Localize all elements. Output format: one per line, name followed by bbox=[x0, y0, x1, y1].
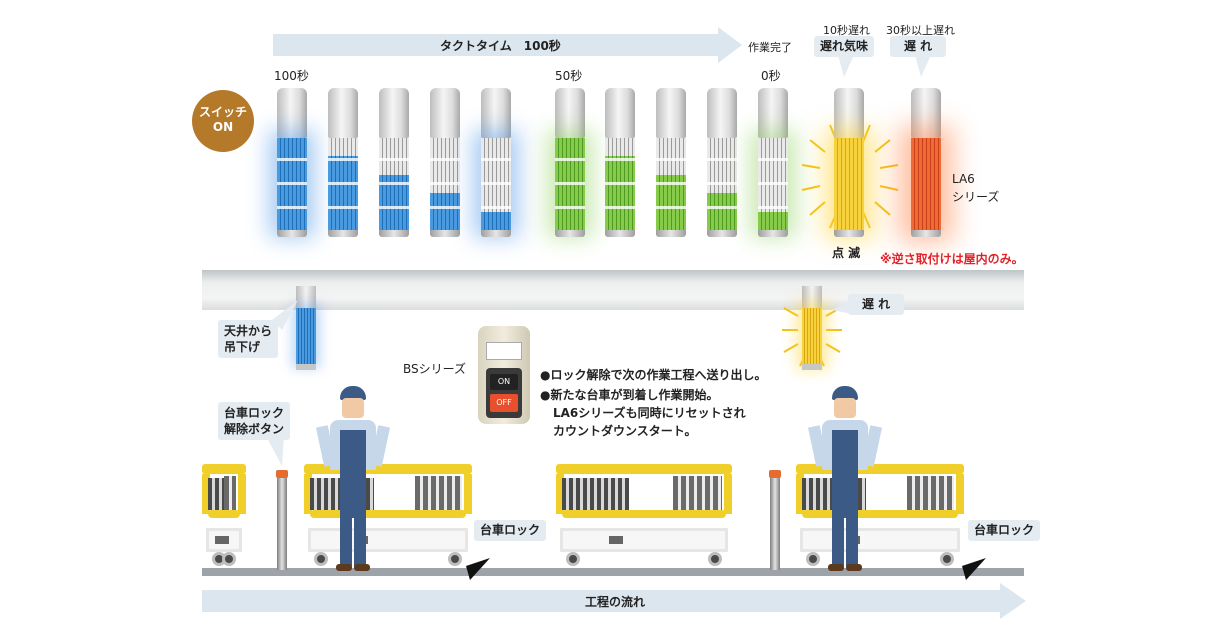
time-100s: 100秒 bbox=[274, 69, 309, 83]
cart-lock-wedge-left bbox=[466, 558, 490, 580]
lamp-green-5 bbox=[758, 88, 788, 237]
blink-rays-top bbox=[801, 124, 899, 229]
hanging-lamp-blue bbox=[296, 286, 316, 370]
unlock-post-left bbox=[277, 478, 287, 570]
cart-2 bbox=[556, 464, 732, 568]
process-flow-label: 工程の流れ bbox=[585, 595, 646, 609]
worker-2 bbox=[807, 386, 883, 574]
switch-label-line2: ON bbox=[212, 120, 234, 134]
bullet-1: ●ロック解除で次の作業工程へ送り出し。 bbox=[540, 368, 767, 382]
bs-series-label: BSシリーズ bbox=[403, 362, 467, 376]
slightly-late-callout: 遅れ気味 bbox=[814, 36, 875, 57]
bs-switch-box: ON OFF bbox=[478, 326, 530, 424]
lamp-green-2 bbox=[605, 88, 635, 237]
bs-on-button: ON bbox=[490, 374, 518, 390]
hanging-lamp-yellow bbox=[802, 286, 822, 370]
process-flow-arrow-head bbox=[1000, 583, 1026, 619]
lamp-green-3 bbox=[656, 88, 686, 237]
lamp-blue-4 bbox=[430, 88, 460, 237]
time-0s: 0秒 bbox=[761, 69, 781, 83]
late-lower-pointer bbox=[832, 300, 852, 314]
late-pointer bbox=[915, 55, 931, 77]
lamp-red-late bbox=[911, 88, 941, 237]
lamp-blue-3 bbox=[379, 88, 409, 237]
process-flow-arrow bbox=[202, 590, 1002, 612]
cart-lock-wedge-right bbox=[962, 558, 986, 580]
lamp-yellow-blinking bbox=[834, 88, 864, 237]
late-callout-lower: 遅 れ bbox=[848, 294, 905, 315]
cart-lock-callout-left: 台車ロック bbox=[474, 520, 547, 541]
switch-on-badge: スイッチ ON bbox=[192, 90, 254, 152]
late-10s-label: 10秒遅れ bbox=[823, 24, 870, 37]
ceiling-hang-pointer bbox=[272, 300, 298, 330]
work-complete-label: 作業完了 bbox=[748, 41, 792, 54]
conveyor-rail bbox=[202, 568, 1024, 576]
unlock-pointer bbox=[266, 436, 284, 466]
lamp-green-1 bbox=[555, 88, 585, 237]
bs-off-button: OFF bbox=[490, 394, 518, 412]
blink-label: 点 滅 bbox=[832, 246, 861, 260]
bullet-2-line2: LA6シリーズも同時にリセットされ bbox=[553, 406, 746, 420]
lamp-green-4 bbox=[707, 88, 737, 237]
cart-3 bbox=[796, 464, 964, 568]
slightly-late-pointer bbox=[838, 55, 854, 77]
inverted-mount-note: ※逆さ取付けは屋内のみ。 bbox=[880, 252, 1024, 266]
la6-series-line2: シリーズ bbox=[952, 190, 1000, 204]
unlock-button-left bbox=[276, 470, 288, 478]
takt-time-label: タクトタイム 100秒 bbox=[440, 39, 561, 53]
lamp-blue-1 bbox=[277, 88, 307, 237]
switch-label-line1: スイッチ bbox=[198, 105, 247, 119]
cart-lock-callout-right: 台車ロック bbox=[968, 520, 1041, 541]
unlock-button-callout: 台車ロック 解除ボタン bbox=[218, 402, 291, 440]
worker-1 bbox=[315, 386, 391, 574]
lamp-blue-5 bbox=[481, 88, 511, 237]
bullet-2-line3: カウントダウンスタート。 bbox=[553, 424, 697, 438]
cart-partial-left bbox=[202, 464, 246, 568]
la6-series-line1: LA6 bbox=[952, 172, 975, 186]
unlock-line2: 解除ボタン bbox=[224, 422, 285, 436]
unlock-post-right bbox=[770, 478, 780, 570]
unlock-line1: 台車ロック bbox=[224, 406, 285, 420]
ceiling-hang-line1: 天井から bbox=[224, 324, 273, 338]
takt-time-arrow bbox=[273, 34, 721, 56]
ceiling-hang-callout: 天井から 吊下げ bbox=[218, 320, 279, 358]
lamp-blue-2 bbox=[328, 88, 358, 237]
time-50s: 50秒 bbox=[555, 69, 583, 83]
unlock-button-right bbox=[769, 470, 781, 478]
ceiling-hang-line2: 吊下げ bbox=[224, 340, 261, 354]
late-callout: 遅 れ bbox=[890, 36, 947, 57]
late-30s-label: 30秒以上遅れ bbox=[886, 24, 955, 37]
takt-arrow-head bbox=[718, 27, 742, 63]
bullet-2: ●新たな台車が到着し作業開始。 bbox=[540, 388, 719, 402]
